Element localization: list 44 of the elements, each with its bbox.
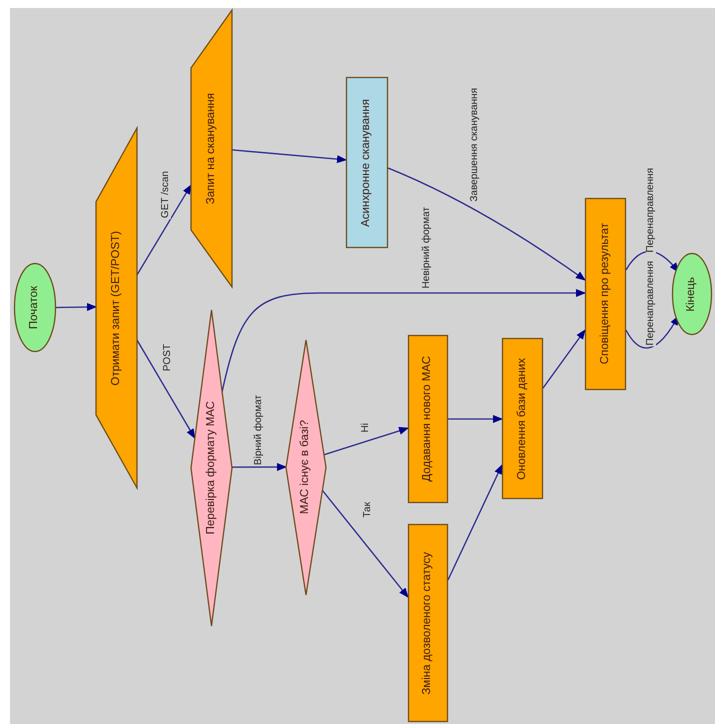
node-label: Перевірка формату МАС [206, 401, 218, 535]
edge-label: Так [363, 501, 373, 519]
arrow [56, 303, 97, 312]
terminator-ellipse [14, 263, 56, 352]
decision-diamond [191, 310, 232, 626]
process-box [502, 338, 543, 499]
node-label: Асинхронне сканування [361, 98, 373, 226]
arrow [136, 340, 196, 439]
arrow [447, 464, 503, 580]
arrow [542, 329, 586, 388]
arrow [232, 463, 287, 472]
process-box [408, 335, 448, 503]
node-label: Сповіщення про результат [600, 223, 612, 365]
arrow [322, 490, 409, 598]
process-box [346, 77, 388, 248]
edge-label: GET /scan [161, 170, 171, 220]
terminator-ellipse [672, 253, 712, 335]
process-box [408, 524, 448, 722]
node-label: Додавання нового МАС [422, 356, 434, 482]
node-label: МАС існує в базі? [300, 420, 312, 515]
arrow [448, 415, 503, 423]
edge-label: Перенаправлення [646, 166, 656, 254]
edge-label: Невірний формат [422, 206, 432, 290]
decision-diamond [286, 340, 326, 595]
arrow [136, 184, 192, 276]
edge-label: Перенаправлення [646, 260, 656, 346]
process-box [585, 198, 626, 390]
arrow [324, 427, 409, 456]
arrow [221, 289, 586, 392]
node-label: Кінець [686, 276, 698, 312]
node-label: Оновлення бази даних [516, 358, 528, 480]
edge-label: Завершення сканування [470, 87, 480, 203]
arrow [625, 315, 679, 349]
node-label: Отримати запит (GET/POST) [110, 230, 122, 386]
node-label: Запит на сканування [206, 92, 218, 204]
node-label: Початок [29, 286, 41, 330]
edge-label: Ні [361, 422, 371, 434]
input-trapezoid [191, 10, 232, 287]
edge-label: POST [163, 343, 173, 373]
input-trapezoid [96, 128, 137, 488]
node-label: Зміна дозволеного статусу [422, 552, 434, 694]
arrow [232, 149, 347, 164]
edge-label: Вірний формат [254, 394, 264, 466]
arrow [388, 167, 586, 281]
